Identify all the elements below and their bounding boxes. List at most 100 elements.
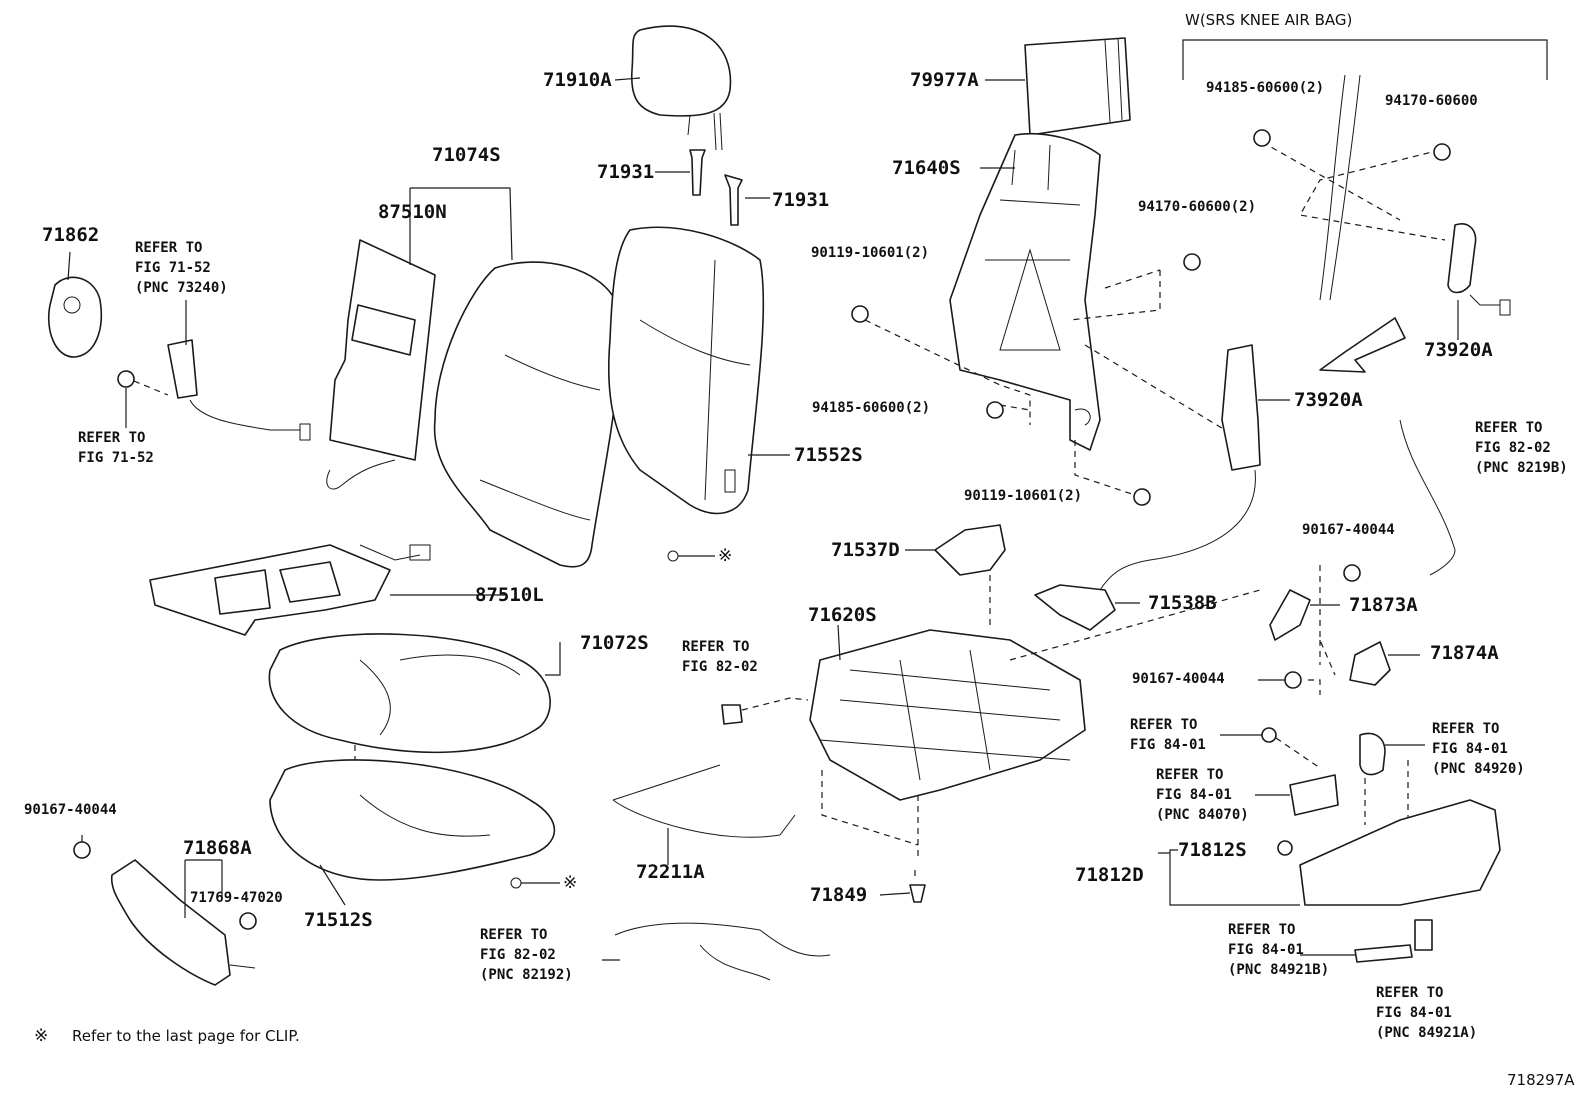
label-71812D: 71812D: [1075, 864, 1144, 886]
seatback-pad-71552S: [607, 226, 765, 515]
cushion-cover-71072S: [268, 633, 551, 754]
refer-line: FIG 84-01: [1228, 942, 1304, 958]
leader-71072S: [545, 642, 561, 676]
knee-panel-outline: [1319, 74, 1361, 301]
side-airbag-73920A: [1099, 344, 1261, 591]
refer-line: (PNC 84920): [1432, 761, 1525, 777]
dash-airbag: [1084, 344, 1226, 431]
nut-94185-top: [1253, 129, 1271, 147]
wire-harness-82192: [614, 922, 831, 981]
label-71074S: 71074S: [432, 144, 501, 166]
wire-8219B: [1399, 419, 1456, 576]
refer-line: (PNC 8219B): [1475, 460, 1568, 476]
clip-marker-top: [667, 550, 715, 562]
label-90119-top: 90119-10601(2): [811, 245, 930, 261]
refer-line: REFER TO: [1228, 922, 1296, 938]
label-90167-right: 90167-40044: [1302, 522, 1395, 538]
refer-fig71-52: REFER TO FIG 71-52: [78, 428, 154, 468]
bracket-71538B: [1034, 584, 1116, 631]
heater-mat-87510L: [149, 544, 431, 636]
label-79977A: 79977A: [910, 69, 979, 91]
refer-line: FIG 82-02: [682, 659, 758, 675]
refer-line: FIG 84-01: [1156, 787, 1232, 803]
clip-symbol-bottom: ※: [563, 873, 578, 893]
label-71862: 71862: [42, 224, 100, 246]
bolt-90119-b: [1133, 488, 1151, 506]
clip-94170-a: [1183, 253, 1201, 271]
label-71910A: 71910A: [543, 69, 612, 91]
refer-line: (PNC 84921B): [1228, 962, 1330, 978]
heater-mat-87510N: [326, 239, 436, 490]
side-shield-71812D: [1299, 799, 1501, 906]
label-71620S: 71620S: [808, 604, 877, 626]
refer-line: (PNC 84070): [1156, 807, 1249, 823]
knee-airbag-73920A: [1447, 223, 1511, 316]
label-72211A: 72211A: [636, 861, 705, 883]
knee-airbag-label: W(SRS KNEE AIR BAG): [1185, 10, 1352, 30]
refer-fig84-01-84070: REFER TO FIG 84-01 (PNC 84070): [1156, 765, 1249, 825]
label-71512S: 71512S: [304, 909, 373, 931]
refer-line: REFER TO: [1130, 717, 1198, 733]
refer-line: (PNC 82192): [480, 967, 573, 983]
figure-id: 718297A: [1507, 1071, 1575, 1089]
leader-71910A: [614, 77, 641, 81]
cushion-pad-71512S: [269, 759, 556, 881]
clip-71769: [239, 912, 257, 930]
refer-line: REFER TO: [135, 240, 203, 256]
dash-adjuster: [821, 589, 1261, 880]
label-71552S: 71552S: [794, 444, 863, 466]
switch-84070: [1289, 774, 1339, 816]
bracket-71874A: [1349, 641, 1391, 686]
seatback-cover-71074S: [433, 261, 621, 568]
clip-symbol-top: ※: [718, 546, 733, 566]
label-94170-top: 94170-60600: [1385, 93, 1478, 109]
leader-71849: [879, 892, 911, 896]
refer-line: FIG 71-52: [78, 450, 154, 466]
refer-line: FIG 84-01: [1376, 1005, 1452, 1021]
clip-94170-top: [1433, 143, 1451, 161]
leader-71074S: [409, 187, 513, 265]
label-71931-b: 71931: [772, 189, 830, 211]
label-71873A: 71873A: [1349, 594, 1418, 616]
clip-marker-bottom: [510, 877, 560, 889]
refer-line: REFER TO: [1156, 767, 1224, 783]
leader-71931: [655, 171, 770, 199]
fastener-dash-frame: [864, 269, 1161, 496]
nut-94185-mid: [986, 401, 1004, 419]
guide-71931-b: [724, 174, 743, 226]
label-87510N: 87510N: [378, 201, 447, 223]
refer-line: FIG 82-02: [480, 947, 556, 963]
connector-fig82: [721, 704, 743, 725]
refer-line: REFER TO: [1376, 985, 1444, 1001]
refer-fig84-01-84921B: REFER TO FIG 84-01 (PNC 84921B): [1228, 920, 1329, 980]
refer-line: REFER TO: [78, 430, 146, 446]
refer-line: FIG 84-01: [1432, 741, 1508, 757]
label-71812S: 71812S: [1178, 839, 1247, 861]
knob-84920: [1359, 732, 1386, 776]
wire-72211A: [612, 764, 796, 838]
pad-79977A: [1024, 37, 1131, 136]
label-94185-mid: 94185-60600(2): [812, 400, 931, 416]
screw-90167-right: [1343, 564, 1361, 582]
bolt-90119-a: [851, 305, 869, 323]
refer-line: (PNC 73240): [135, 280, 228, 296]
label-90167-left: 90167-40044: [24, 802, 117, 818]
refer-line: FIG 82-02: [1475, 440, 1551, 456]
dash-90167-mid: [1308, 679, 1321, 695]
headrest-71910A: [630, 25, 732, 151]
cover-71862: [48, 276, 102, 358]
footer-note-text: Refer to the last page for CLIP.: [72, 1027, 300, 1045]
label-94185-top: 94185-60600(2): [1206, 80, 1325, 96]
label-71537D: 71537D: [831, 539, 900, 561]
knee-airbag-text: W(SRS KNEE AIR BAG): [1185, 11, 1353, 29]
leader-71512S: [319, 864, 346, 906]
guide-71931-a: [689, 149, 706, 196]
refer-line: REFER TO: [682, 639, 750, 655]
footer-note-symbol: ※: [34, 1026, 49, 1046]
label-71769: 71769-47020: [190, 890, 283, 906]
seatbelt-buckle: [117, 339, 311, 441]
